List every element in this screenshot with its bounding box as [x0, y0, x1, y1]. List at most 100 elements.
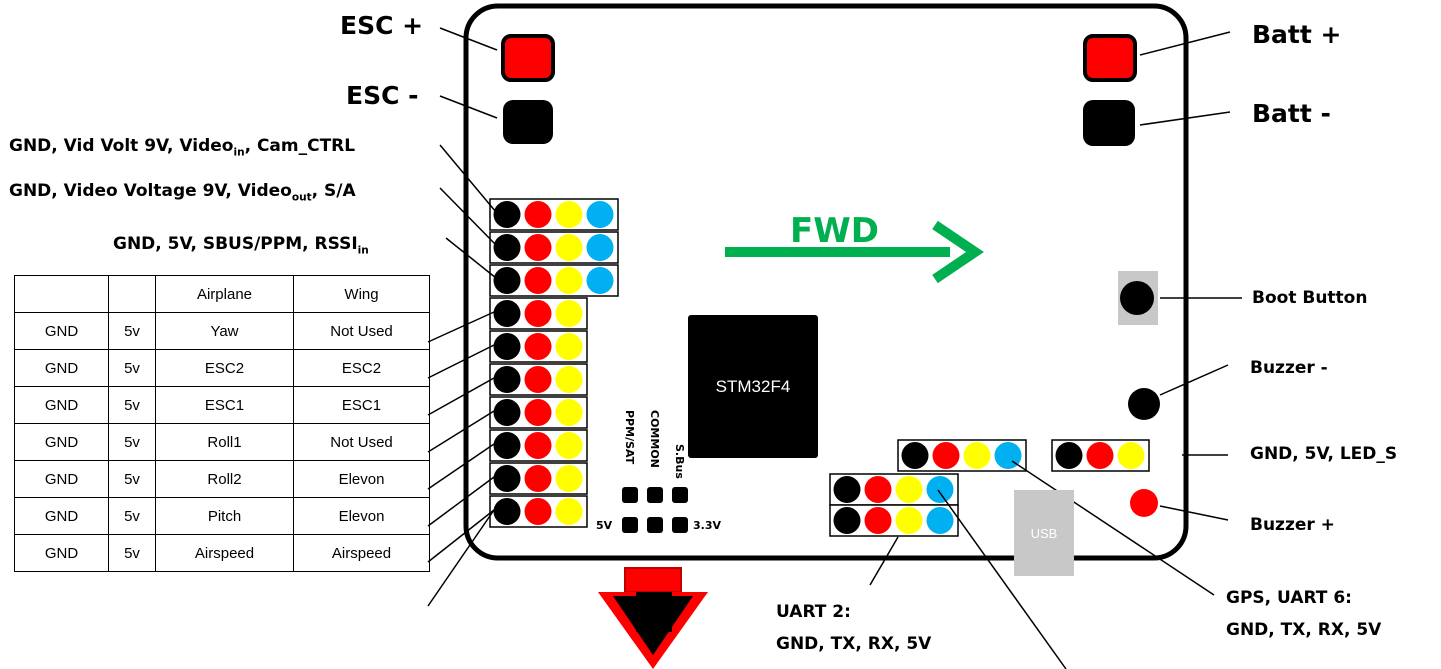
- jumper-sbus-label: S.Bus: [673, 444, 686, 479]
- esc-positive-label: ESC +: [340, 11, 424, 40]
- pin-red: [1086, 442, 1114, 469]
- jumper-pad-33v: [672, 517, 688, 533]
- header-cam: [489, 198, 619, 231]
- table-cell: ESC2: [293, 349, 430, 387]
- pin-red: [932, 442, 960, 469]
- pin-yellow: [555, 201, 583, 228]
- header2-label: GND, Video Voltage 9V, Videoout, S/A: [9, 181, 356, 204]
- down-arrow-head-inner: [613, 596, 693, 655]
- jumper-33v-label: 3.3V: [693, 519, 721, 532]
- pin-black: [493, 366, 521, 393]
- table-header-cell: [14, 275, 109, 313]
- boot-button: [1120, 281, 1154, 315]
- pin-black: [493, 498, 521, 525]
- table-cell: Roll1: [155, 423, 294, 461]
- uart6-label-line2: GND, TX, RX, 5V: [1226, 620, 1382, 640]
- table-cell: GND: [14, 312, 109, 350]
- jumper-ppm-label: PPM/SAT: [623, 410, 636, 465]
- servo-header: [489, 495, 588, 528]
- board-outline: [463, 3, 1189, 561]
- table-cell: Airspeed: [155, 534, 294, 572]
- boot-button-label: Boot Button: [1252, 288, 1368, 308]
- table-header-cell: Airplane: [155, 275, 294, 313]
- pin-yellow: [895, 476, 923, 503]
- pin-yellow: [555, 465, 583, 492]
- pin-black: [493, 267, 521, 294]
- esc-negative-label: ESC -: [346, 81, 419, 110]
- pin-blue: [926, 507, 954, 534]
- table-cell: Airspeed: [293, 534, 430, 572]
- header3-label: GND, 5V, SBUS/PPM, RSSIin: [113, 234, 369, 257]
- pin-yellow: [963, 442, 991, 469]
- pin-yellow: [555, 333, 583, 360]
- servo-header: [489, 297, 588, 330]
- pin-yellow: [1117, 442, 1145, 469]
- pin-yellow: [555, 366, 583, 393]
- fwd-arrow-head: [932, 220, 984, 284]
- servo-header: [489, 396, 588, 429]
- jumper-pad-common: [647, 487, 663, 503]
- uart2-label-line2: GND, TX, RX, 5V: [776, 634, 932, 654]
- header-gps-uart6: [897, 439, 1027, 472]
- servo-header: [489, 462, 588, 495]
- table-cell: Elevon: [293, 497, 430, 535]
- table-cell: GND: [14, 423, 109, 461]
- header-led-strip: [1051, 439, 1150, 472]
- jumper-pad-ppm: [622, 487, 638, 503]
- pin-red: [524, 234, 552, 261]
- header-video: [489, 231, 619, 264]
- pin-yellow: [555, 300, 583, 327]
- pin-red: [524, 267, 552, 294]
- pin-black: [493, 234, 521, 261]
- servo-header: [489, 429, 588, 462]
- pin-blue: [586, 201, 614, 228]
- pin-blue: [926, 476, 954, 503]
- pin-headers: [489, 198, 1150, 537]
- table-cell: GND: [14, 349, 109, 387]
- table-cell: 5v: [108, 497, 156, 535]
- pin-blue: [586, 267, 614, 294]
- batt-negative-pad: [1083, 100, 1135, 146]
- table-cell: GND: [14, 497, 109, 535]
- table-cell: 5v: [108, 534, 156, 572]
- pin-red: [524, 333, 552, 360]
- table-header-cell: [108, 275, 156, 313]
- table-cell: Elevon: [293, 460, 430, 498]
- pin-black: [493, 333, 521, 360]
- table-header-cell: Wing: [293, 275, 430, 313]
- table-cell: Yaw: [155, 312, 294, 350]
- table-cell: ESC2: [155, 349, 294, 387]
- table-cell: ESC1: [155, 386, 294, 424]
- jumper-5v-label: 5V: [596, 519, 613, 532]
- pin-black: [493, 432, 521, 459]
- table-cell: Roll2: [155, 460, 294, 498]
- stm32f4-chip: STM32F4: [688, 315, 818, 458]
- table-cell: 5v: [108, 312, 156, 350]
- servo-header: [489, 363, 588, 396]
- pin-black: [833, 507, 861, 534]
- jumper-pad-5v: [622, 517, 638, 533]
- buzzer-positive-pad: [1130, 489, 1158, 517]
- table-cell: GND: [14, 386, 109, 424]
- pin-red: [524, 201, 552, 228]
- jumper-common-label: COMMON: [648, 410, 661, 468]
- table-cell: ESC1: [293, 386, 430, 424]
- led-strip-label: GND, 5V, LED_S: [1250, 444, 1398, 464]
- esc-positive-pad: [501, 34, 555, 82]
- fwd-label: FWD: [790, 211, 879, 251]
- table-cell: GND: [14, 460, 109, 498]
- buzzer-positive-label: Buzzer +: [1250, 515, 1335, 535]
- buzzer-negative-pad: [1128, 388, 1160, 420]
- pin-black: [493, 201, 521, 228]
- pin-red: [524, 399, 552, 426]
- pin-yellow: [555, 498, 583, 525]
- pin-blue: [586, 234, 614, 261]
- uart6-label-line1: GPS, UART 6:: [1226, 588, 1352, 608]
- uart2-label-line1: UART 2:: [776, 602, 851, 622]
